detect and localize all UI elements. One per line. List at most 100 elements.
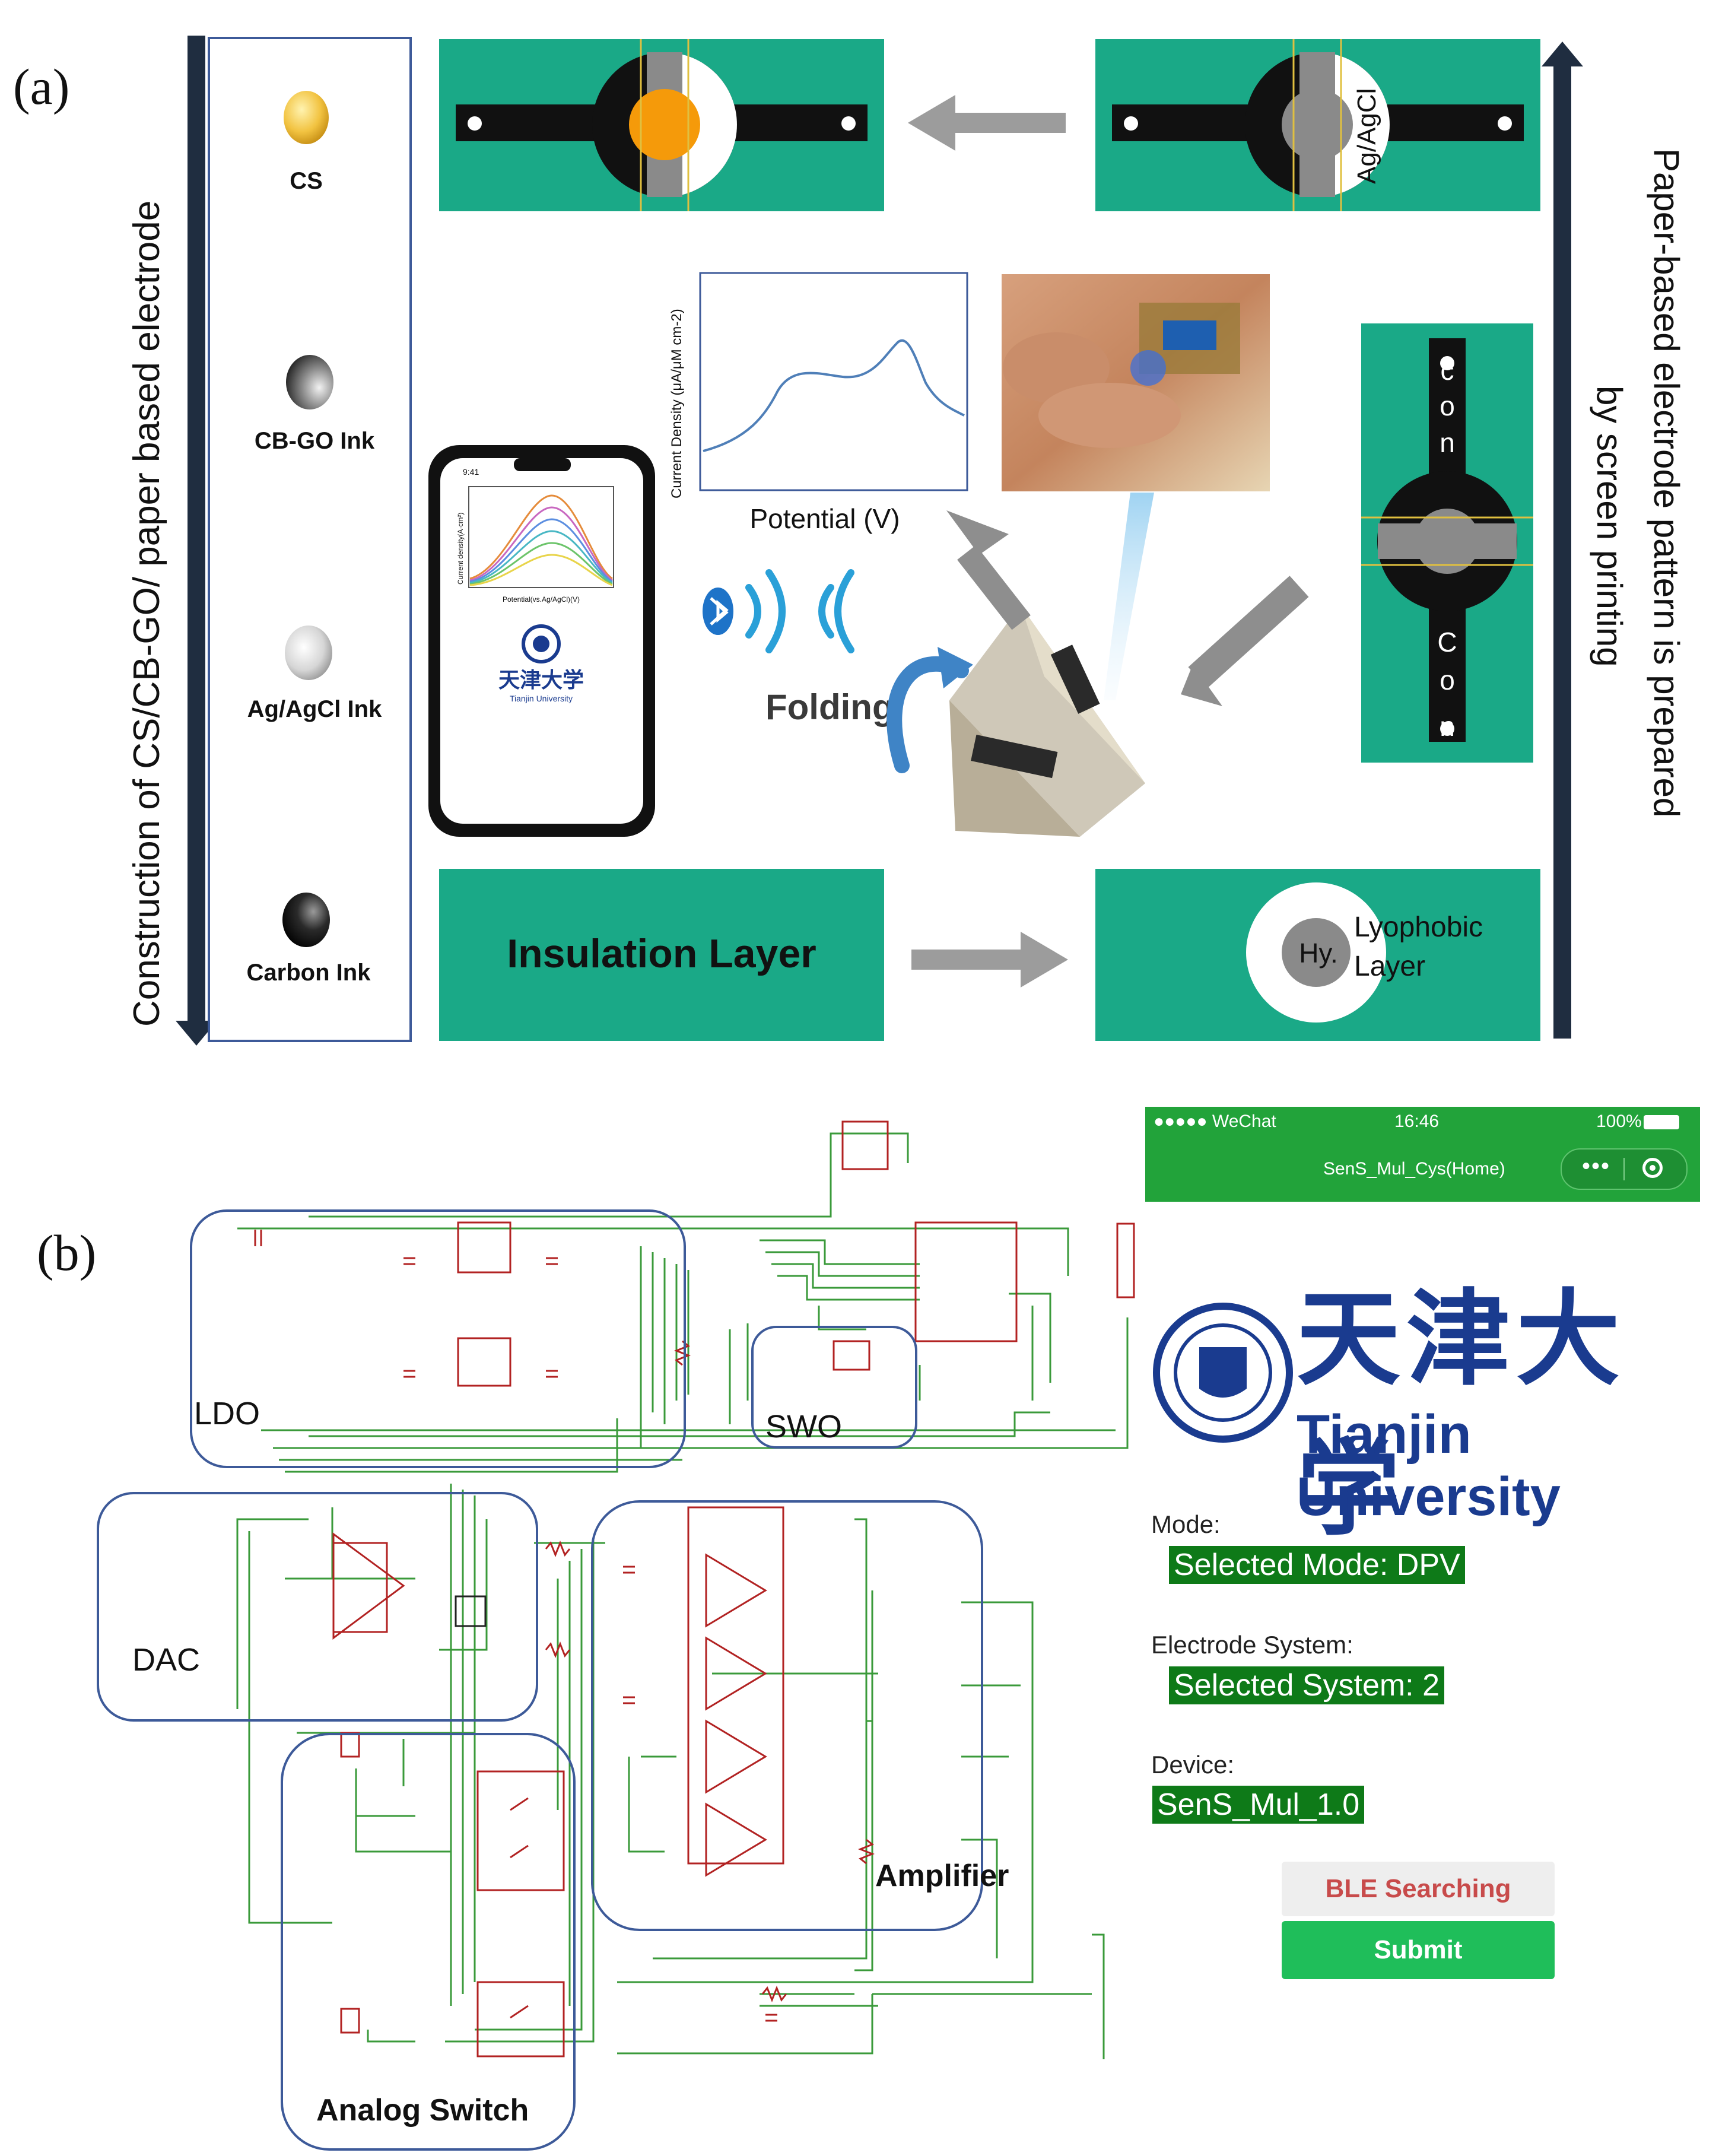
university-seal (1153, 1303, 1293, 1443)
amplifier-block (687, 1506, 784, 1865)
inset-ylabel: Current Density (μA/μM cm-2) (669, 309, 685, 498)
block-label-ldo: LDO (194, 1396, 260, 1431)
hy-label: Hy. (1299, 938, 1338, 969)
insulation-layer-label: Insulation Layer (507, 931, 816, 976)
inset-xlabel: Potential (V) (749, 503, 900, 534)
capsule-menu[interactable]: ••• (1561, 1148, 1688, 1190)
block-outlines (97, 1209, 983, 2151)
left-down-arrow (176, 36, 217, 1046)
app-title: SenS_Mul_Cys(Home) (1323, 1159, 1505, 1179)
cs-ink-drop (284, 91, 329, 144)
folding-label: Folding (765, 687, 894, 727)
device-selector[interactable]: SenS_Mul_1.0 (1152, 1786, 1365, 1824)
university-name-cn: 天津大学 (1297, 1278, 1626, 1550)
capsule-divider (1623, 1158, 1625, 1180)
panel-a-label: (a) (13, 58, 69, 115)
dac-ic (332, 1542, 388, 1633)
phone-plot-xlabel: Potential(vs.Ag/AgCl)(V) (503, 595, 580, 604)
folded-paper-electrode (949, 605, 1145, 837)
arrow-left-top (908, 95, 1066, 151)
lyophobic-layer-panel: Hy. Lyophobic Layer (1095, 869, 1540, 1041)
schematic-traces (236, 1132, 1129, 2059)
con-bottom-o: o (1440, 665, 1455, 696)
ink-cs: CS (284, 91, 329, 194)
con-top-o: o (1440, 390, 1455, 421)
microcontroller-ic (914, 1221, 1018, 1342)
amplifier-block-outline (591, 1500, 983, 1931)
folding-arrowhead (938, 647, 973, 688)
con-top-n: n (1440, 427, 1455, 458)
carbon-ink-drop (282, 893, 330, 947)
arrow-up-left-center (946, 510, 1031, 630)
battery-percent: 100% (1596, 1112, 1642, 1131)
carrier-status: ●●●●● WeChat (1154, 1112, 1276, 1131)
ldo-regulator-1 (457, 1221, 511, 1274)
amplifier-opamp-1 (705, 1553, 767, 1628)
right-axis-label-2: by screen printing (1590, 386, 1629, 667)
dac-opamp (332, 1532, 405, 1640)
ldo-block-outline (190, 1209, 686, 1468)
block-label-dac: DAC (132, 1642, 200, 1678)
analog-switch-ic-1 (476, 1770, 565, 1891)
ink-carbon: Carbon Ink (247, 893, 371, 986)
clock: 16:46 (1394, 1112, 1440, 1131)
wireless-waves-icon (745, 569, 854, 653)
amplifier-opamp-3 (705, 1719, 767, 1794)
ink-cbgo-label: CB-GO Ink (255, 428, 375, 454)
more-icon[interactable]: ••• (1582, 1153, 1611, 1179)
swo-ic (833, 1340, 870, 1371)
ink-cbgo: CB-GO Ink (255, 355, 375, 454)
battery-icon (1644, 1115, 1679, 1129)
left-axis-label: Construction of CS/CB-GO/ paper based el… (126, 201, 167, 1027)
ink-legend-box (208, 37, 412, 1042)
electrode-conductive-vertical: c o n C o n (1361, 323, 1533, 763)
phone-voltammogram: Current density(A·cm²) Potential(vs.Ag/A… (456, 486, 614, 604)
smartphone-illustration: 9:41 Current density(A·cm²) Potential(vs… (428, 445, 655, 837)
ink-cs-label: CS (290, 168, 323, 194)
phone-logo-en: Tianjin University (510, 694, 573, 703)
dac-block-outline (97, 1492, 538, 1722)
dpv-inset-plot: Current Density (μA/μM cm-2) Potential (… (669, 272, 968, 534)
block-label-amplifier: Amplifier (875, 1859, 1009, 1893)
dac-ref (455, 1595, 487, 1627)
ble-searching-button[interactable]: BLE Searching (1282, 1862, 1555, 1916)
ink-agcl-label: Ag/AgCl Ink (247, 696, 382, 722)
electrode-agcl-top: Ag/AgCl (1095, 39, 1540, 211)
schematic-components (254, 1120, 1135, 2057)
university-name-en: Tianjin University (1297, 1404, 1561, 1527)
mode-selector[interactable]: Selected Mode: DPV (1169, 1546, 1465, 1584)
wechat-header: ●●●●● WeChat 16:46 100% SenS_Mul_Cys(Hom… (1145, 1107, 1700, 1202)
close-target-icon[interactable] (1642, 1158, 1663, 1178)
header-connector (1116, 1223, 1135, 1298)
block-label-analog-switch: Analog Switch (316, 2093, 529, 2128)
right-up-arrow (1542, 42, 1583, 1039)
amplifier-opamp-4 (705, 1802, 767, 1877)
wechat-app-screen: ●●●●● WeChat 16:46 100% SenS_Mul_Cys(Hom… (1145, 1107, 1700, 2009)
agcl-ink-drop (285, 625, 332, 680)
con-bottom-n: n (1440, 711, 1455, 742)
submit-button[interactable]: Submit (1282, 1921, 1555, 1979)
lyophobic-label-1: Lyophobic (1354, 912, 1483, 943)
device-photo (1002, 274, 1270, 491)
right-axis-label-1: Paper-based electrode pattern is prepare… (1647, 148, 1686, 817)
lyophobic-label-2: Layer (1354, 951, 1425, 982)
ink-agcl: Ag/AgCl Ink (247, 625, 382, 722)
phone-logo-cn: 天津大学 (498, 668, 584, 693)
arrow-right-bottom (911, 932, 1068, 987)
top-connector-ic (841, 1120, 889, 1170)
analog-switch-ic-2 (476, 1981, 565, 2057)
electrode-system-selector[interactable]: Selected System: 2 (1169, 1666, 1444, 1704)
con-bottom-c: C (1437, 627, 1457, 658)
amplifier-opamp-2 (705, 1636, 767, 1711)
ink-carbon-label: Carbon Ink (247, 960, 371, 986)
panel-b-label: (b) (37, 1224, 96, 1281)
insulation-layer-panel: Insulation Layer (439, 869, 884, 1041)
arrow-down-left-right (1181, 576, 1309, 706)
block-label-swo: SWO (765, 1409, 842, 1444)
mode-label: Mode: (1151, 1510, 1221, 1538)
electrode-cs-top (439, 39, 884, 211)
con-top-c: c (1441, 355, 1454, 386)
light-beam (1104, 493, 1154, 700)
swo-block-outline (751, 1326, 917, 1449)
